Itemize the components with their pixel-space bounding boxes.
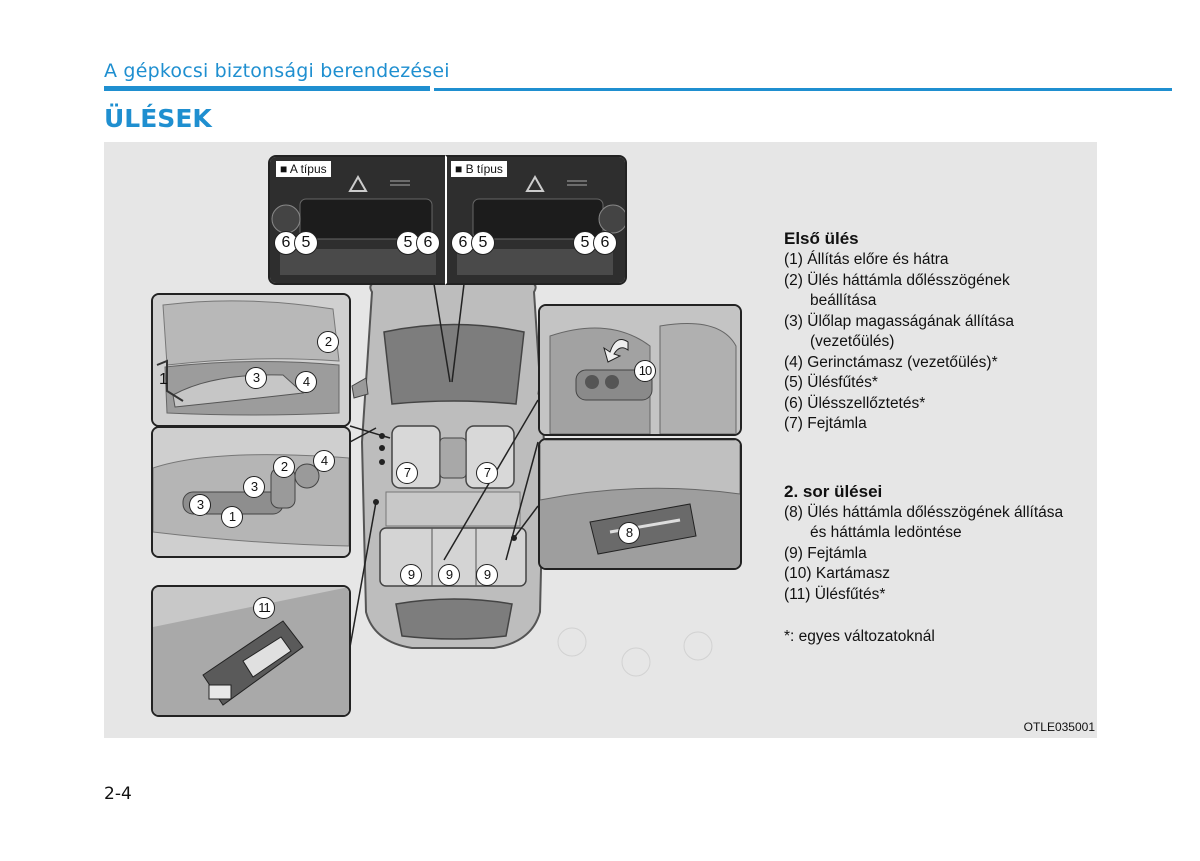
rear-seat-heading: 2. sor ülései [784,481,883,501]
legend-item-7: (7) Fejtámla [784,415,867,432]
callout-5: 5 [396,231,420,255]
callout-6: 6 [593,231,617,255]
rear-armrest-panel: 10 [538,304,742,436]
callout-1: 1 [159,371,168,388]
callout-2: 2 [273,456,295,478]
page-number: 2-4 [104,784,132,804]
callout-3: 3 [243,476,265,498]
console-panel-type-b: ■ B típus 6 5 5 6 [445,155,627,285]
callout-6: 6 [416,231,440,255]
seats-figure: ■ A típus 6 5 5 6 ■ B típus 6 5 5 6 2 3 [104,142,1097,738]
legend: Első ülés (1) Állítás előre és hátra (2)… [784,228,1104,648]
legend-item-9: (9) Fejtámla [784,544,867,562]
legend-item-2: (2) Ülés háttámla dőlésszögének [784,271,1010,289]
callout-4: 4 [295,371,317,393]
callout-8: 8 [618,522,640,544]
legend-item-2-cont: beállítása [810,292,877,309]
type-a-label: ■ A típus [276,161,331,177]
callout-9: 9 [400,564,422,586]
legend-item-8-cont: és háttámla ledöntése [810,524,962,541]
callout-11: 11 [253,597,275,619]
section-title: A gépkocsi biztonsági berendezései [104,60,450,82]
callout-10: 10 [634,360,656,382]
legend-item-8: (8) Ülés háttámla dőlésszögének állítása [784,503,1064,521]
console-panel-type-a: ■ A típus 6 5 5 6 [268,155,446,285]
legend-item-6: (6) Ülésszellőztetés* [784,394,926,412]
front-seat-controls-panel: 2 3 4 1 [151,293,351,427]
callout-5: 5 [294,231,318,255]
callout-9: 9 [438,564,460,586]
legend-note: *: egyes változatoknál [784,628,935,645]
callout-1: 1 [221,506,243,528]
callout-3: 3 [245,367,267,389]
legend-item-10: (10) Kartámasz [784,565,890,582]
car-top-view [349,281,713,677]
legend-item-1: (1) Állítás előre és hátra [784,251,949,268]
legend-item-4: (4) Gerinctámasz (vezetőülés)* [784,353,998,371]
legend-item-5: (5) Ülésfűtés* [784,374,878,391]
driver-seat-switch-panel: 2 4 3 3 1 [151,426,351,558]
legend-item-3-cont: (vezetőülés) [810,333,895,350]
header-rule-right [434,88,1172,91]
callout-7: 7 [476,462,498,484]
legend-item-3: (3) Ülőlap magasságának állítása [784,312,1015,330]
callout-9: 9 [476,564,498,586]
callout-2: 2 [317,331,339,353]
callout-7: 7 [396,462,418,484]
callout-3: 3 [189,494,211,516]
legend-item-11: (11) Ülésfűtés* [784,585,886,603]
callout-4: 4 [313,450,335,472]
door-switch-panel: 11 [151,585,351,717]
figure-code: OTLE035001 [1023,720,1095,734]
header-rule-left [104,86,430,91]
type-b-label: ■ B típus [451,161,507,177]
rear-seat-lever-panel: 8 [538,438,742,570]
front-seat-heading: Első ülés [784,229,859,248]
callout-5: 5 [471,231,495,255]
page-title: ÜLÉSEK [104,104,212,133]
